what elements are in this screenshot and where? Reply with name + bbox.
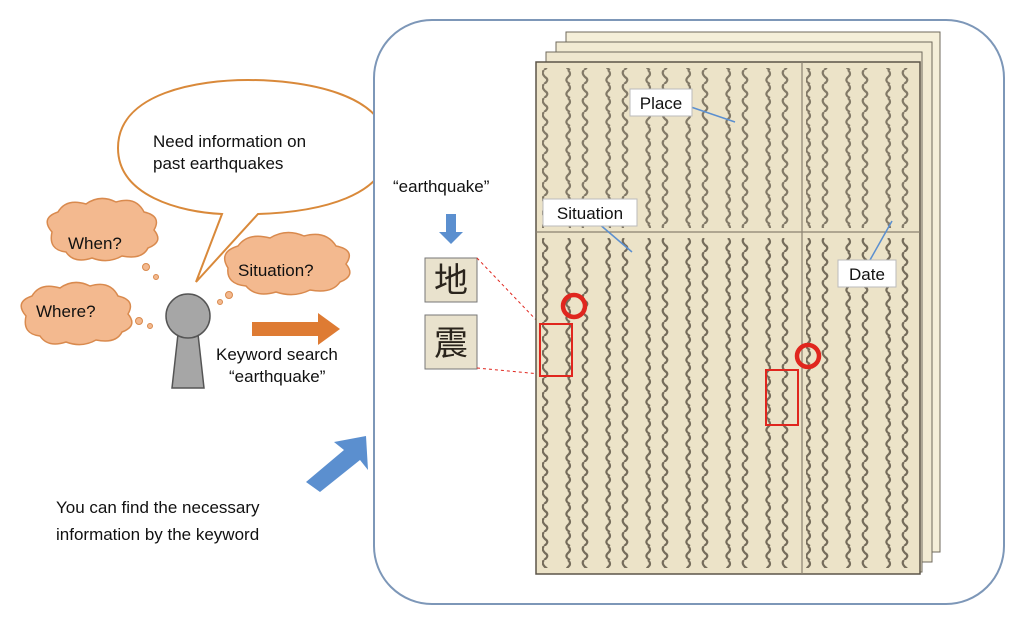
cloud-when: When? bbox=[46, 197, 159, 262]
result-line-2: information by the keyword bbox=[56, 525, 259, 544]
cloud-situation-label: Situation? bbox=[238, 261, 314, 280]
speech-line-1: Need information on bbox=[153, 132, 306, 151]
keyword-search-line-2: “earthquake” bbox=[229, 367, 326, 386]
result-line-1: You can find the necessary bbox=[56, 498, 260, 517]
orange-arrow bbox=[252, 313, 340, 345]
highlight-circle-right bbox=[794, 342, 822, 370]
place-label: Place bbox=[640, 94, 683, 113]
glyph-earth-char: 地 bbox=[434, 261, 468, 301]
date-leader bbox=[869, 220, 893, 261]
place-leader bbox=[687, 105, 736, 123]
cloud-when-label: When? bbox=[68, 234, 122, 253]
date-label-box: Date bbox=[837, 259, 897, 288]
query-label: “earthquake” bbox=[393, 177, 490, 196]
blue-result-arrow bbox=[306, 436, 368, 492]
keyword-search-line-1: Keyword search bbox=[216, 345, 338, 364]
situation-label: Situation bbox=[557, 204, 623, 223]
thought-dot bbox=[142, 263, 150, 271]
speech-bubble: Need information on past earthquakes bbox=[116, 78, 390, 283]
glyph-crop-earth: 地 bbox=[424, 257, 478, 303]
person-figure bbox=[165, 293, 211, 389]
thought-dot bbox=[153, 274, 159, 280]
highlight-box-left bbox=[539, 323, 573, 377]
cloud-where-label: Where? bbox=[36, 302, 96, 321]
thought-dot bbox=[135, 317, 143, 325]
highlight-circle-left bbox=[560, 292, 588, 320]
document-page bbox=[535, 61, 921, 575]
situation-label-box: Situation bbox=[542, 198, 638, 227]
thought-dot bbox=[225, 291, 233, 299]
situation-leader bbox=[597, 222, 633, 253]
thought-dot bbox=[147, 323, 153, 329]
cloud-where: Where? bbox=[20, 281, 133, 346]
thought-dot bbox=[217, 299, 223, 305]
highlight-box-right bbox=[765, 369, 799, 426]
place-label-box: Place bbox=[629, 88, 693, 117]
glyph-quake-char: 震 bbox=[434, 324, 468, 364]
date-label: Date bbox=[849, 265, 885, 284]
guide-line bbox=[476, 367, 541, 375]
cloud-situation: Situation? bbox=[223, 231, 351, 296]
query-down-arrow bbox=[439, 214, 463, 244]
speech-line-2: past earthquakes bbox=[153, 154, 283, 173]
glyph-crop-quake: 震 bbox=[424, 314, 478, 370]
